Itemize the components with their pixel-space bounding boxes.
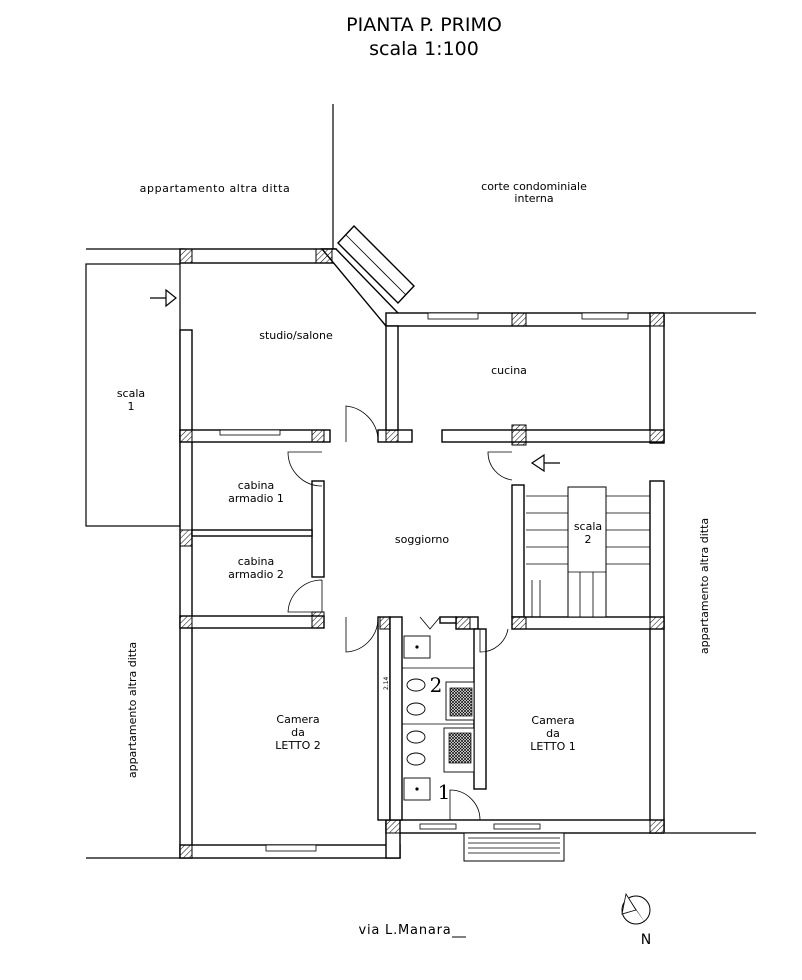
label-cabina-1b: armadio 1	[228, 492, 284, 505]
north-label: N	[641, 932, 651, 948]
label-soggiorno: soggiorno	[395, 533, 450, 546]
entrance-arrows	[150, 288, 560, 473]
label-studio: studio/salone	[259, 329, 333, 342]
label-scala-1b: 1	[128, 400, 135, 413]
street-label: via L.Manara	[358, 923, 451, 938]
label-cabina-2b: armadio 2	[228, 568, 284, 581]
boundary-lines	[86, 104, 756, 859]
plan-scale: scala 1:100	[369, 38, 479, 60]
dimension-label: 2.14	[383, 676, 390, 690]
plan-title: PIANTA P. PRIMO	[346, 14, 502, 36]
label-cucina: cucina	[491, 364, 527, 377]
label-bagno-1: 1	[438, 780, 451, 804]
bathroom-fixtures	[402, 635, 475, 801]
windows	[219, 312, 629, 852]
label-camera-2c: LETTO 2	[275, 739, 320, 752]
label-cabina-2a: cabina	[238, 555, 275, 568]
label-scala-2b: 2	[585, 533, 592, 546]
label-camera-1c: LETTO 1	[530, 740, 575, 753]
label-appartamento-right: appartamento altra ditta	[698, 518, 711, 654]
columns	[179, 248, 665, 859]
label-bagno-2: 2	[430, 673, 443, 697]
exterior-step	[463, 832, 565, 862]
label-camera-2b: da	[291, 726, 305, 739]
label-scala-2a: scala	[574, 520, 602, 533]
label-camera-2a: Camera	[276, 713, 319, 726]
label-cabina-1a: cabina	[238, 479, 275, 492]
label-corte-1: corte condominiale	[481, 180, 587, 193]
north-arrow-icon	[621, 892, 651, 925]
label-corte-2: interna	[514, 192, 553, 205]
stair-1	[85, 263, 181, 527]
stair-2	[526, 486, 650, 618]
label-camera-1a: Camera	[531, 714, 574, 727]
label-appartamento-left: appartamento altra ditta	[126, 642, 139, 778]
label-camera-1b: da	[546, 727, 560, 740]
interior-walls	[179, 325, 665, 821]
label-scala-1a: scala	[117, 387, 145, 400]
doors	[287, 405, 513, 821]
label-appartamento-top: appartamento altra ditta	[140, 182, 291, 195]
